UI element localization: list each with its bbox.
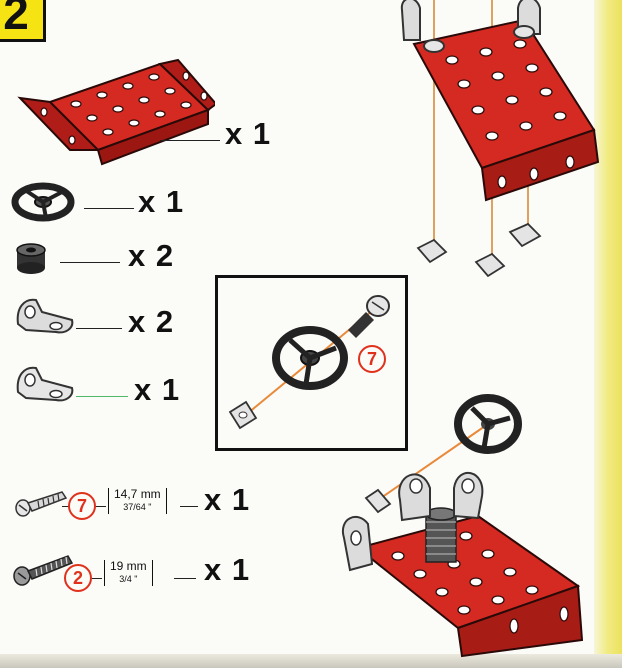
wheel-quantity: x 1 — [138, 184, 184, 220]
quantity-line — [76, 328, 122, 329]
collar-quantity: x 2 — [128, 238, 174, 274]
screw-short-icon — [14, 488, 68, 518]
angle-bracket-single-icon — [12, 358, 76, 406]
angle-bracket-icon — [12, 290, 76, 338]
angle-bracket-quantity: x 2 — [128, 304, 174, 340]
leader-line — [96, 506, 106, 507]
screw-long-quantity: x 1 — [204, 552, 250, 588]
screw-long-inches: 3/4 " — [110, 573, 147, 586]
screw-short-ref: 7 — [68, 492, 96, 520]
quantity-line — [84, 208, 134, 209]
screw-short-inches: 37/64 " — [114, 501, 161, 514]
flanged-plate-quantity: x 1 — [225, 116, 271, 152]
screw-short-quantity: x 1 — [204, 482, 250, 518]
screw-short-mm: 14,7 mm — [114, 487, 161, 501]
plate-assembly-exploded — [394, 0, 604, 285]
collar-icon — [14, 242, 50, 276]
step-number-badge: 2 — [0, 0, 46, 42]
quantity-line — [76, 396, 128, 397]
screw-long-ref: 2 — [64, 564, 92, 592]
screw-long-dimension: 19 mm 3/4 " — [104, 560, 153, 586]
quantity-line — [160, 140, 220, 141]
angle-bracket-single-quantity: x 1 — [134, 372, 180, 408]
quantity-line — [174, 578, 196, 579]
screw-short-dimension: 14,7 mm 37/64 " — [108, 488, 167, 514]
leader-line — [92, 578, 102, 579]
callout-screw-ref: 7 — [358, 345, 386, 373]
quantity-line — [180, 506, 198, 507]
flanged-plate-icon — [10, 58, 215, 168]
completed-assembly — [338, 388, 600, 660]
screw-long-mm: 19 mm — [110, 559, 147, 573]
wheel-icon — [10, 180, 80, 226]
quantity-line — [60, 262, 120, 263]
